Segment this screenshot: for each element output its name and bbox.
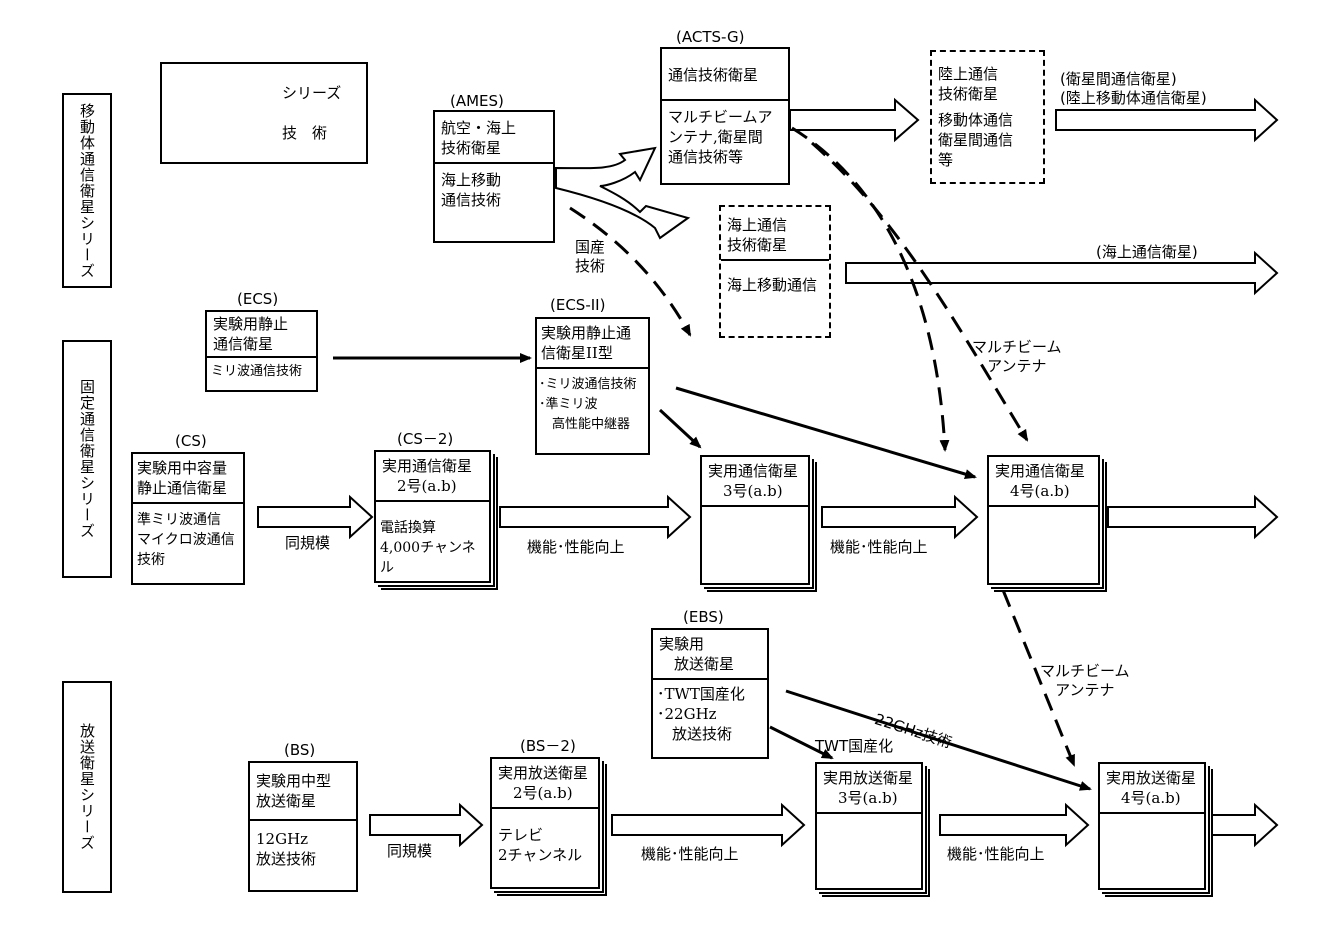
arrow-ames-split <box>555 146 691 240</box>
node-cs: 実験用中容量 静止通信衛星 準ミリ波通信 マイクロ波通信 技術 <box>131 452 245 585</box>
node-sea-bottom: 海上移動通信 <box>727 276 818 294</box>
node-ames: 航空・海上 技術衛星 海上移動 通信技術 <box>433 110 555 243</box>
arrow-ames-to-ecs2 <box>569 206 692 337</box>
edge-label-domestic-tech: 国産 技術 <box>575 238 606 275</box>
edge-label-perf-cs3: 機能･性能向上 <box>830 538 928 556</box>
node-bs2: 実用放送衛星 2号(a.b) テレビ 2チャンネル <box>490 757 600 889</box>
arrow-bs2-to-bs3 <box>611 802 806 848</box>
node-bs: 実験用中型 放送衛星 12GHz 放送技術 <box>248 761 358 892</box>
node-bs3: 実用放送衛星 3号(a.b) <box>815 762 923 890</box>
edge-label-same-scale-bs: 同規模 <box>387 842 433 860</box>
category-mobile: 移動体通信衛星シリーズ <box>62 93 112 288</box>
arrow-ecs2-to-cs4 <box>675 386 977 479</box>
arrow-land-out <box>1055 97 1279 143</box>
node-acts: 通信技術衛星 マルチビームア ンテナ,衛星間 通信技術等 <box>660 47 790 185</box>
edge-label-multibeam-2: マルチビーム アンテナ <box>1040 662 1130 699</box>
node-sea: 海上通信 技術衛星 海上移動通信 <box>719 205 831 338</box>
node-land-top: 陸上通信 技術衛星 <box>938 65 999 103</box>
edge-label-same-scale-cs: 同規模 <box>285 534 331 552</box>
node-cs-bottom: 準ミリ波通信 マイクロ波通信 技術 <box>137 512 235 568</box>
node-bs3-top: 実用放送衛星 3号(a.b) <box>817 764 921 814</box>
node-ecs-top: 実験用静止 通信衛星 <box>207 312 316 358</box>
node-cs4: 実用通信衛星 4号(a.b) <box>987 455 1100 585</box>
node-bs2-bottom: テレビ 2チャンネル <box>498 826 583 864</box>
legend-series-label: シリーズ <box>282 84 342 102</box>
node-bs-bottom: 12GHz 放送技術 <box>256 830 317 868</box>
node-cs2-top: 実用通信衛星 2号(a.b) <box>376 452 489 502</box>
category-fixed: 固定通信衛星シリーズ <box>62 340 112 578</box>
node-bs4-top: 実用放送衛星 4号(a.b) <box>1100 764 1204 814</box>
arrow-acts-to-land <box>789 97 920 143</box>
edge-label-perf-bs2: 機能･性能向上 <box>641 845 739 863</box>
arrow-ebs-to-bs4 <box>785 689 1092 791</box>
label-bs2: (BS－2) <box>520 737 576 755</box>
legend-tech-label: 技 術 <box>282 124 328 142</box>
edge-label-multibeam-1: マルチビーム アンテナ <box>972 338 1062 375</box>
label-cs: (CS) <box>175 432 207 450</box>
node-ecs-bottom: ミリ波通信技術 <box>211 364 303 379</box>
arrow-acts-to-cs3 <box>791 126 950 452</box>
node-acts-bottom: マルチビームア ンテナ,衛星間 通信技術等 <box>668 108 773 166</box>
label-cs2: (CS－2) <box>397 430 454 448</box>
node-cs3: 実用通信衛星 3号(a.b) <box>700 455 810 585</box>
arrow-ecs2-to-cs3 <box>658 408 702 449</box>
arrow-cs4-to-bs4 <box>1001 589 1076 767</box>
edge-label-maritime: (海上通信衛星) <box>1096 243 1198 261</box>
node-ecs2-bottom: ･ミリ波通信技術 ･準ミリ波 高性能中継器 <box>539 377 637 432</box>
arrow-cs3-to-cs4 <box>821 494 979 540</box>
node-cs2-bottom: 電話換算 4,000チャンネル <box>380 520 476 576</box>
label-bs: (BS) <box>284 741 316 759</box>
edge-label-perf-bs3: 機能･性能向上 <box>947 845 1045 863</box>
arrow-acts-to-cs4 <box>811 141 1029 442</box>
edge-label-perf-cs2: 機能･性能向上 <box>527 538 625 556</box>
node-sea-top: 海上通信 技術衛星 <box>721 207 829 261</box>
node-bs3-bottom <box>817 814 921 824</box>
node-ecs2: 実験用静止通 信衛星II型 ･ミリ波通信技術 ･準ミリ波 高性能中継器 <box>535 317 650 455</box>
edge-label-inter-sat: (衛星間通信衛星) (陸上移動体通信衛星) <box>1060 70 1207 107</box>
arrow-bs4-out <box>1209 802 1279 848</box>
node-cs4-top: 実用通信衛星 4号(a.b) <box>989 457 1098 507</box>
node-cs3-top: 実用通信衛星 3号(a.b) <box>702 457 808 507</box>
node-cs4-bottom <box>989 507 1098 517</box>
node-ames-bottom: 海上移動 通信技術 <box>441 171 502 209</box>
label-ecs2: (ECS-II) <box>550 296 606 314</box>
node-bs4: 実用放送衛星 4号(a.b) <box>1098 762 1206 890</box>
arrow-cs-to-cs2 <box>257 494 374 540</box>
edge-label-twt: TWT国産化 <box>815 737 894 755</box>
label-ames: (AMES) <box>450 92 504 110</box>
node-land: 陸上通信 技術衛星 移動体通信 衛星間通信 等 <box>930 50 1045 184</box>
arrow-bs-to-bs2 <box>369 802 484 848</box>
node-cs3-bottom <box>702 507 808 517</box>
arrow-bs3-to-bs4 <box>939 802 1090 848</box>
node-land-bottom: 移動体通信 衛星間通信 等 <box>938 111 1014 169</box>
node-cs2: 実用通信衛星 2号(a.b) 電話換算 4,000チャンネル <box>374 450 491 583</box>
label-ebs: (EBS) <box>683 608 724 626</box>
arrow-cs2-to-cs3 <box>499 494 692 540</box>
label-acts: (ACTS-G) <box>676 28 745 46</box>
node-ames-top: 航空・海上 技術衛星 <box>435 112 553 164</box>
category-broadcast: 放送衛星シリーズ <box>62 681 112 893</box>
node-ecs2-top: 実験用静止通 信衛星II型 <box>537 319 648 369</box>
arrow-sea-out <box>845 250 1279 296</box>
arrow-cs4-out <box>1107 494 1279 540</box>
node-bs2-top: 実用放送衛星 2号(a.b) <box>492 759 598 809</box>
label-ecs: (ECS) <box>237 290 279 308</box>
node-ecs: 実験用静止 通信衛星 ミリ波通信技術 <box>205 310 318 392</box>
legend: シリーズ 技 術 <box>160 62 368 164</box>
node-cs-top: 実験用中容量 静止通信衛星 <box>133 454 243 504</box>
node-bs4-bottom <box>1100 814 1204 824</box>
node-bs-top: 実験用中型 放送衛星 <box>250 763 356 821</box>
arrow-ebs-to-bs3 <box>769 725 834 760</box>
node-ebs-top: 実験用 放送衛星 <box>653 630 767 680</box>
node-ebs: 実験用 放送衛星 ･TWT国産化 ･22GHz 放送技術 <box>651 628 769 759</box>
node-acts-top: 通信技術衛星 <box>662 49 788 101</box>
node-ebs-bottom: ･TWT国産化 ･22GHz 放送技術 <box>657 685 745 743</box>
